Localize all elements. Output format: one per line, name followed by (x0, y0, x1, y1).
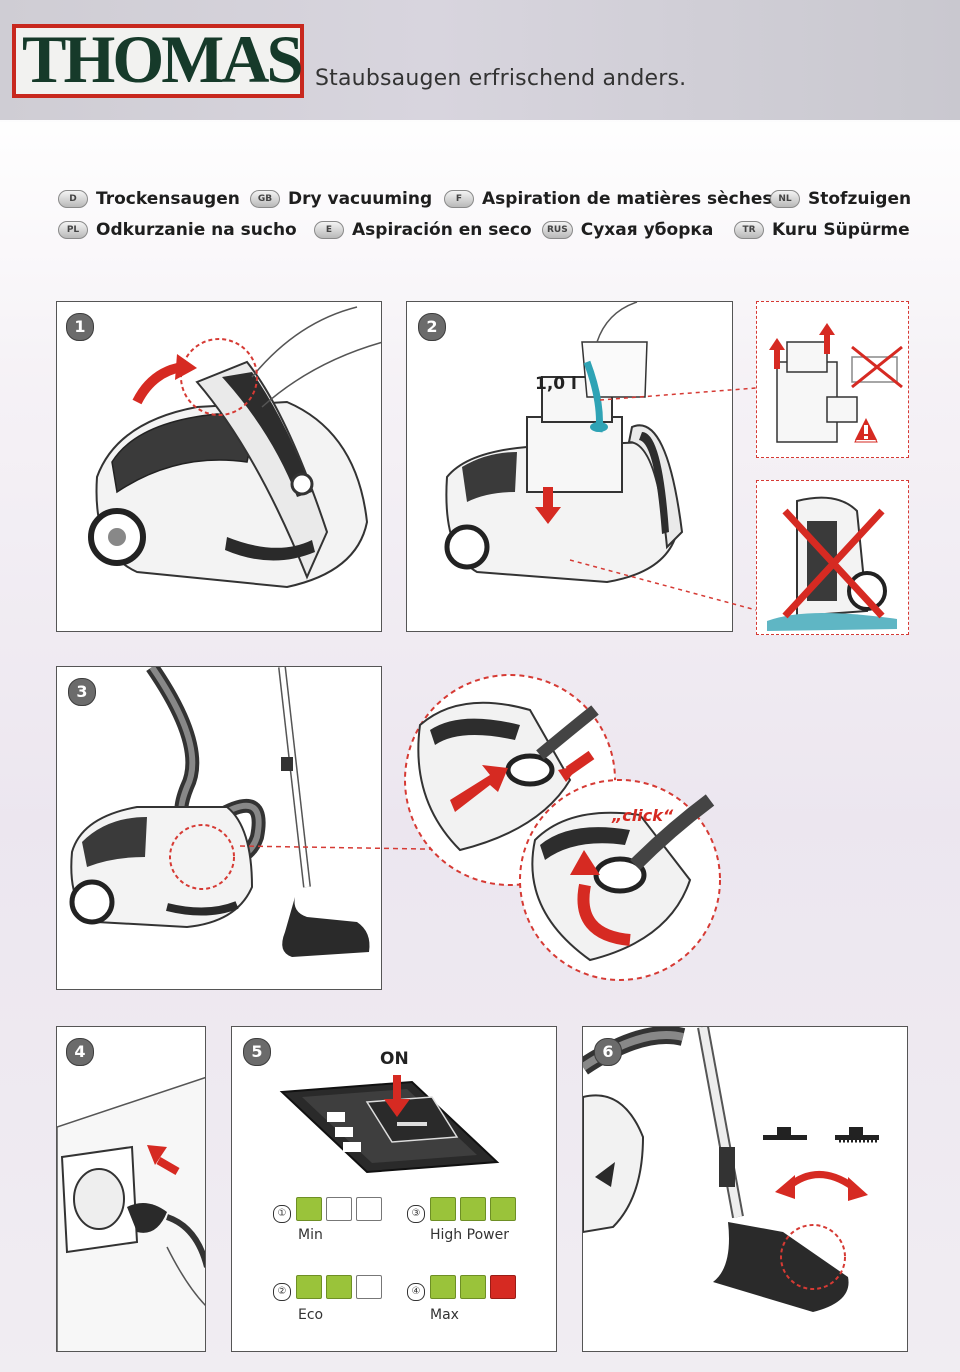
mode-label: Max (430, 1307, 459, 1323)
language-code-badge: PL (58, 221, 88, 239)
filter-assembly-illustration (769, 323, 903, 443)
language-code-badge: NL (770, 190, 800, 208)
on-label: ON (380, 1049, 409, 1069)
language-item: D Trockensaugen (58, 189, 240, 209)
language-item: E Aspiración en seco (314, 220, 532, 240)
language-title: Aspiration de matières sèches (482, 189, 773, 209)
step-number-badge: 6 (594, 1038, 622, 1066)
control-panel-illustration (279, 1075, 500, 1174)
language-code-badge: RUS (542, 221, 573, 239)
level-segment (296, 1197, 322, 1221)
language-title: Stofzuigen (808, 189, 912, 209)
language-code-badge: D (58, 190, 88, 208)
language-title: Trockensaugen (96, 189, 240, 209)
mode-high-power-level-indicator (430, 1197, 516, 1221)
step-6-panel: 6 (582, 1026, 908, 1352)
language-title: Kuru Süpürme (772, 220, 910, 240)
header-banner: THOMAS Staubsaugen erfrischend anders. (0, 0, 960, 122)
language-item: TR Kuru Süpürme (734, 220, 910, 240)
mode-number: ④ (407, 1283, 425, 1301)
no-tilt-warning-panel (756, 480, 909, 635)
language-code-badge: F (444, 190, 474, 208)
language-item: NL Stofzuigen (770, 189, 911, 209)
level-segment (326, 1275, 352, 1299)
no-tilt-illustration (767, 496, 897, 631)
power-plug-illustration (57, 1076, 205, 1351)
level-segment (490, 1275, 516, 1299)
mode-label: Min (298, 1227, 323, 1243)
filter-assembly-warning-panel (756, 301, 909, 458)
mode-number: ② (273, 1283, 291, 1301)
hose-connection-detail-illustration (240, 674, 721, 981)
level-segment (356, 1197, 382, 1221)
step-1-panel: 1 (56, 301, 382, 632)
language-code-badge: E (314, 221, 344, 239)
dashed-connector-lines (569, 387, 757, 611)
step-number-badge: 1 (66, 313, 94, 341)
mode-max-level-indicator (430, 1275, 516, 1299)
level-segment (460, 1275, 486, 1299)
step-4-panel: 4 (56, 1026, 206, 1352)
language-title: Odkurzanie na sucho (96, 220, 297, 240)
step-3-panel: 3 (56, 666, 382, 990)
language-row-2: PL Odkurzanie na sucho E Aspiración en s… (58, 220, 918, 246)
brand-logo: THOMAS (12, 24, 304, 98)
language-title: Сухая уборка (580, 220, 714, 240)
step-number-badge: 2 (418, 313, 446, 341)
mode-number: ① (273, 1205, 291, 1223)
level-segment (326, 1197, 352, 1221)
language-title: Aspiración en seco (352, 220, 532, 240)
floor-nozzle-switch-illustration (583, 1027, 879, 1312)
language-title: Dry vacuuming (288, 189, 433, 209)
level-segment (356, 1275, 382, 1299)
language-code-badge: TR (734, 221, 764, 239)
vacuum-lid-open-illustration (88, 306, 381, 589)
step-number-badge: 4 (66, 1038, 94, 1066)
water-volume-label: 1,0 l (535, 374, 577, 394)
level-segment (296, 1275, 322, 1299)
mode-label: Eco (298, 1307, 324, 1323)
step-number-badge: 3 (68, 678, 96, 706)
level-segment (430, 1275, 456, 1299)
mode-min-level-indicator (296, 1197, 382, 1221)
language-item: GB Dry vacuuming (250, 189, 432, 209)
level-segment (460, 1197, 486, 1221)
language-row-1: D Trockensaugen GB Dry vacuuming F Aspir… (58, 189, 918, 215)
mode-eco-level-indicator (296, 1275, 382, 1299)
level-segment (490, 1197, 516, 1221)
click-label: „click“ (612, 806, 674, 825)
step-5-panel: ON 5 ① Min ③ High Power ② Eco ④ Max (231, 1026, 557, 1352)
step-number-badge: 5 (243, 1038, 271, 1066)
language-item: F Aspiration de matières sèches (444, 189, 773, 209)
language-item: PL Odkurzanie na sucho (58, 220, 297, 240)
tagline: Staubsaugen erfrischend anders. (315, 66, 687, 91)
hose-attach-illustration (69, 667, 370, 957)
mode-label: High Power (430, 1227, 509, 1243)
language-item: RUS Сухая уборка (542, 220, 713, 240)
language-code-badge: GB (250, 190, 280, 208)
mode-number: ③ (407, 1205, 425, 1223)
brand-logo-text: THOMAS (22, 21, 304, 97)
level-segment (430, 1197, 456, 1221)
